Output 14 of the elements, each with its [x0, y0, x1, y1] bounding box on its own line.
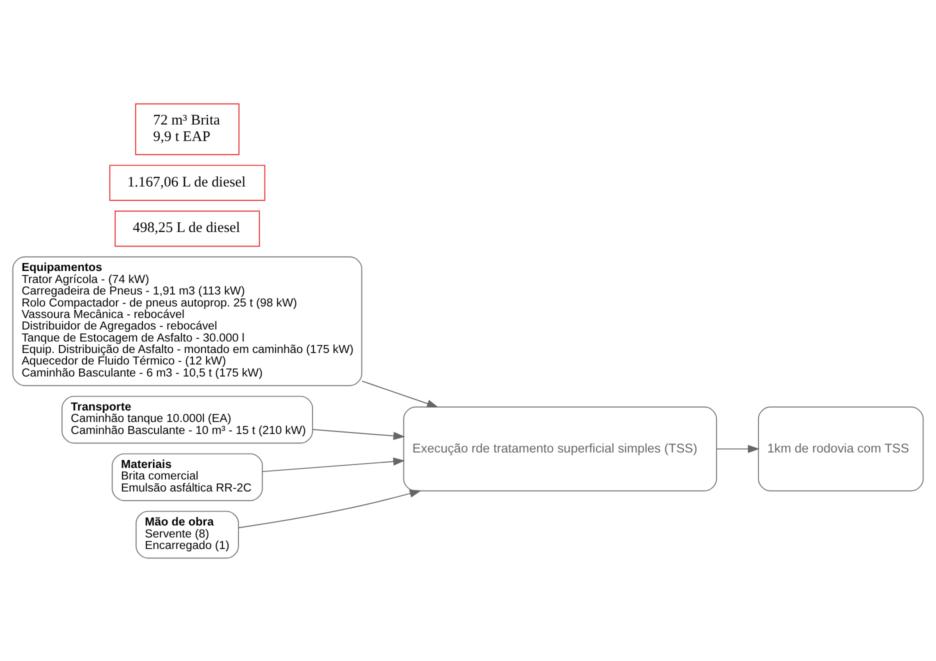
arrow: [362, 380, 439, 408]
arrow: [238, 489, 422, 528]
arrow: [262, 457, 405, 472]
node-box: Transporte Caminhão tanque 10.000l (EA) Caminhão Basculante - 10 m³ - 15 t (210 kW): [62, 395, 314, 444]
arrow: [312, 428, 406, 440]
node-box: Materiais Brita comercial Emulsão asfáltica RR-2C: [112, 452, 263, 501]
node-box: 1.167,06 L de diesel: [109, 164, 266, 200]
arrow: [716, 444, 760, 453]
node-box: 72 m³ Brita 9,9 t EAP: [135, 102, 240, 155]
node-box: Equipamentos Trator Agrícola - (74 kW) Carregadeira de Pneus - 1,91 m3 (113 kW) Rolo Compactador - de pneus autoprop. 25 t (98 kW) Vassoura Mecânica - rebocável Distribuidor de Agregados - rebocável Tanque de Estocagem de Asfalto - 30.000 l Equip. Distribuição de Asfalto - montado em caminhão (175 kW) Aquecedor de Fluido Térmico - (12 kW) Caminhão Basculante - 6 m3 - 10,5 t (175 kW): [12, 256, 362, 386]
node-box: 498,25 L de diesel: [114, 210, 260, 246]
node-box: Mão de obra Servente (8) Encarregado (1): [136, 510, 239, 558]
node-box: 1km de rodovia com TSS: [758, 406, 924, 491]
node-box: Execução rde tratamento superficial simples (TSS): [403, 406, 718, 491]
